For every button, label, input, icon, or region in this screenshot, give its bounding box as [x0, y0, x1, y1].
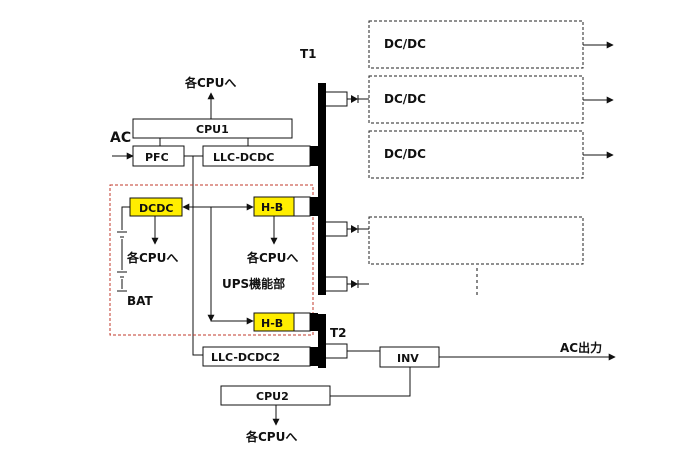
dcdc-output-box-1 — [368, 20, 584, 69]
hb1-label: H-B — [261, 201, 283, 214]
pfc-bus-line — [192, 156, 203, 356]
llc-dcdc2-label: LLC-DCDC2 — [211, 351, 280, 364]
hb1-spacer — [293, 196, 311, 217]
ac-input-label: AC — [110, 130, 131, 146]
dcdc-cpu-label: 各CPUへ — [126, 250, 178, 265]
dcdc-label: DCDC — [139, 202, 173, 215]
dcdc-output-label-1: DC/DC — [384, 37, 426, 51]
dcdc-output-box-4 — [368, 216, 584, 265]
cpu2-inv-link — [330, 367, 411, 397]
t2-transformer-bar — [318, 314, 326, 368]
ups-section-border — [109, 184, 314, 336]
ups-section-label: UPS機能部 — [222, 276, 285, 291]
diode-icon-2 — [351, 225, 358, 233]
winding-bracket-t2 — [326, 343, 348, 359]
winding-bracket-1 — [326, 91, 348, 107]
cpu2-output-label: 各CPUへ — [245, 429, 297, 444]
diode-icon-1 — [351, 95, 358, 103]
hb2-winding — [310, 313, 318, 331]
cpu1-label: CPU1 — [196, 123, 229, 136]
ac-output-label: AC出力 — [560, 340, 602, 355]
dcdc-output-label-3: DC/DC — [384, 147, 426, 161]
cpu2-label: CPU2 — [256, 390, 289, 403]
llc-dcdc2-winding — [310, 347, 318, 366]
t1-label: T1 — [300, 47, 317, 61]
hb2-spacer — [293, 312, 311, 332]
winding-bracket-3 — [326, 276, 348, 292]
battery-icon — [117, 206, 130, 292]
dcdc-output-box-2 — [368, 75, 584, 124]
diode-icon-3 — [351, 280, 358, 288]
llc-dcdc-winding — [310, 146, 318, 166]
inv-label: INV — [397, 352, 419, 365]
t1-transformer-bar — [318, 83, 326, 295]
cpu1-box — [132, 118, 293, 139]
dcdc-output-label-2: DC/DC — [384, 92, 426, 106]
pfc-label: PFC — [145, 151, 169, 164]
hb2-label: H-B — [261, 317, 283, 330]
cpu1-output-label: 各CPUへ — [184, 75, 236, 90]
hb1-winding — [310, 197, 318, 216]
secondary-windings — [326, 91, 369, 359]
winding-bracket-2 — [326, 221, 348, 237]
t2-label: T2 — [330, 326, 347, 340]
battery-label: BAT — [127, 294, 154, 308]
llc-dcdc-label: LLC-DCDC — [213, 151, 274, 164]
hb1-cpu-label: 各CPUへ — [246, 250, 298, 265]
